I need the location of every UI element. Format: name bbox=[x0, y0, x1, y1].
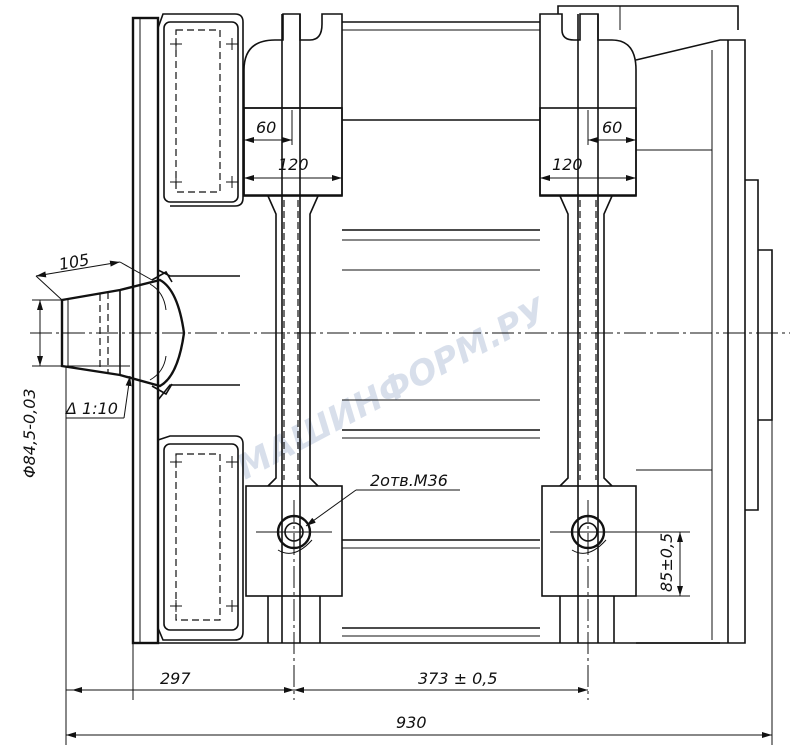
left-lower-winding bbox=[163, 443, 239, 631]
dim-holes: 2отв.М36 bbox=[370, 471, 448, 490]
dim-diameter: Φ84,5-0,03 bbox=[20, 388, 39, 478]
dim-120-left: 120 bbox=[278, 155, 309, 174]
dim-120-right: 120 bbox=[552, 155, 583, 174]
dim-105: 105 bbox=[57, 250, 90, 274]
dim-taper: Δ 1:10 bbox=[64, 399, 118, 418]
dim-60-right: 60 bbox=[602, 118, 622, 137]
right-end-housing bbox=[557, 5, 773, 644]
dim-60-left: 60 bbox=[256, 118, 276, 137]
dim-373: 373 ± 0,5 bbox=[418, 669, 498, 688]
left-upper-winding bbox=[163, 21, 239, 203]
watermark: МАШИНФОРМ.РУ bbox=[230, 290, 555, 488]
left-end-plate bbox=[131, 13, 244, 645]
rotor-body bbox=[133, 13, 720, 644]
dim-930: 930 bbox=[396, 713, 427, 732]
dim-297: 297 bbox=[160, 669, 191, 688]
dim-85: 85±0,5 bbox=[657, 533, 676, 592]
